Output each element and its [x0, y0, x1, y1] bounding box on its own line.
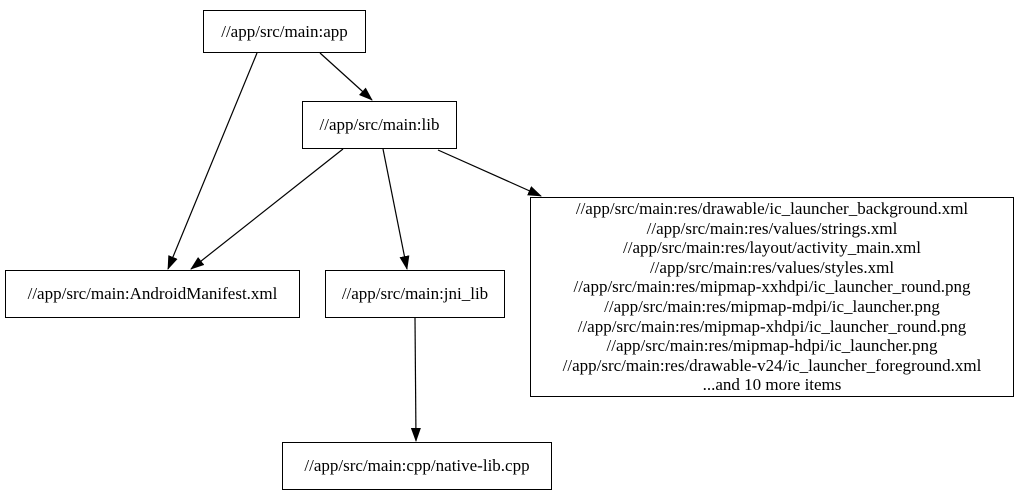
res-group-line: //app/src/main:res/mipmap-xhdpi/ic_launc… — [577, 316, 967, 336]
node-android-manifest: //app/src/main:AndroidManifest.xml — [5, 270, 300, 318]
edge-lib-to-res-group — [437, 149, 542, 197]
res-group-more-items: ...and 10 more items — [702, 375, 842, 395]
res-group-line: //app/src/main:res/layout/activity_main.… — [623, 238, 921, 258]
node-res-group: //app/src/main:res/drawable/ic_launcher_… — [530, 197, 1014, 397]
node-native-lib-cpp: //app/src/main:cpp/native-lib.cpp — [282, 442, 552, 490]
node-app: //app/src/main:app — [203, 10, 366, 53]
res-group-line: //app/src/main:res/mipmap-mdpi/ic_launch… — [604, 297, 940, 316]
node-native-lib-cpp-label: //app/src/main:cpp/native-lib.cpp — [304, 456, 530, 475]
res-group-line: //app/src/main:res/drawable-v24/ic_launc… — [562, 355, 982, 375]
res-group-line: //app/src/main:res/values/strings.xml — [646, 218, 898, 238]
res-group-line: //app/src/main:res/drawable/ic_launcher_… — [575, 199, 969, 219]
edge-app-to-manifest — [167, 52, 258, 270]
node-lib: //app/src/main:lib — [302, 101, 457, 149]
res-group-line: //app/src/main:res/mipmap-xxhdpi/ic_laun… — [573, 277, 971, 297]
edge-jni-lib-to-native — [410, 317, 421, 442]
node-app-label: //app/src/main:app — [221, 21, 348, 41]
edge-lib-to-manifest — [190, 148, 344, 270]
res-group-line: //app/src/main:res/values/styles.xml — [649, 257, 895, 277]
edge-app-to-lib — [319, 52, 373, 101]
edge-lib-to-jni-lib — [382, 148, 410, 270]
node-jni-lib: //app/src/main:jni_lib — [325, 270, 505, 318]
node-android-manifest-label: //app/src/main:AndroidManifest.xml — [27, 284, 278, 303]
node-jni-lib-label: //app/src/main:jni_lib — [341, 284, 489, 303]
res-group-line: //app/src/main:res/mipmap-hdpi/ic_launch… — [606, 336, 938, 356]
node-lib-label: //app/src/main:lib — [319, 115, 440, 134]
